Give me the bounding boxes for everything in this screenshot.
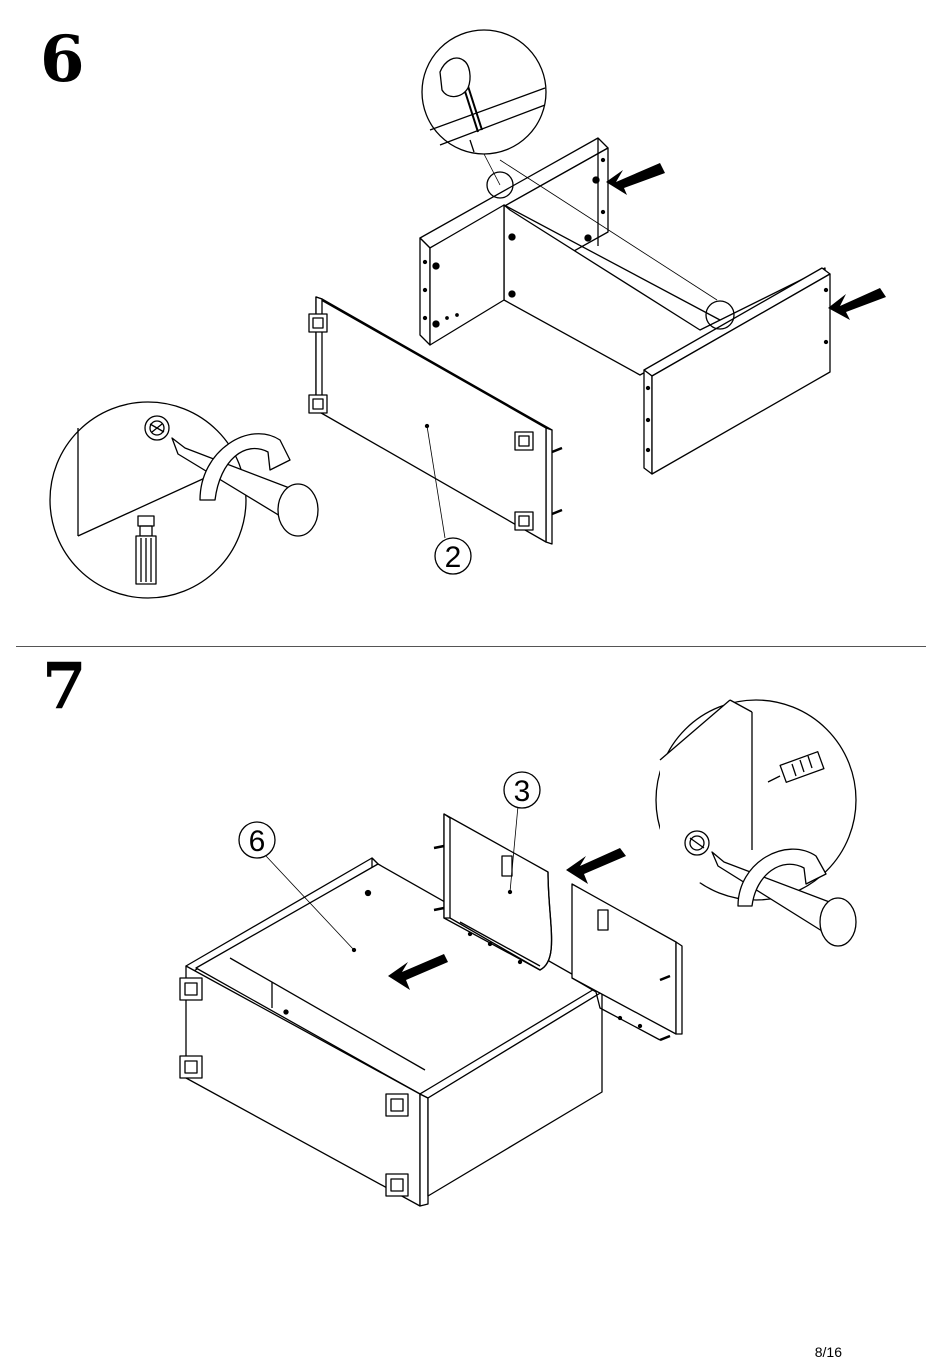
page-number: 8/16 <box>815 1344 842 1360</box>
part-6-label: 6 <box>249 825 266 858</box>
step-7-illustration: 6 <box>180 700 856 1206</box>
part-3-label: 3 <box>514 775 531 808</box>
arrow-icon <box>566 848 626 884</box>
arrow-icon <box>606 163 665 195</box>
step-6-illustration: 2 <box>50 30 886 598</box>
side-panel <box>644 268 830 474</box>
dowel-icon <box>136 516 156 584</box>
screwdriver-detail-7 <box>656 700 856 946</box>
screwdriver-detail <box>50 402 318 598</box>
part-2-label: 2 <box>445 541 462 574</box>
arrow-icon <box>828 288 886 320</box>
